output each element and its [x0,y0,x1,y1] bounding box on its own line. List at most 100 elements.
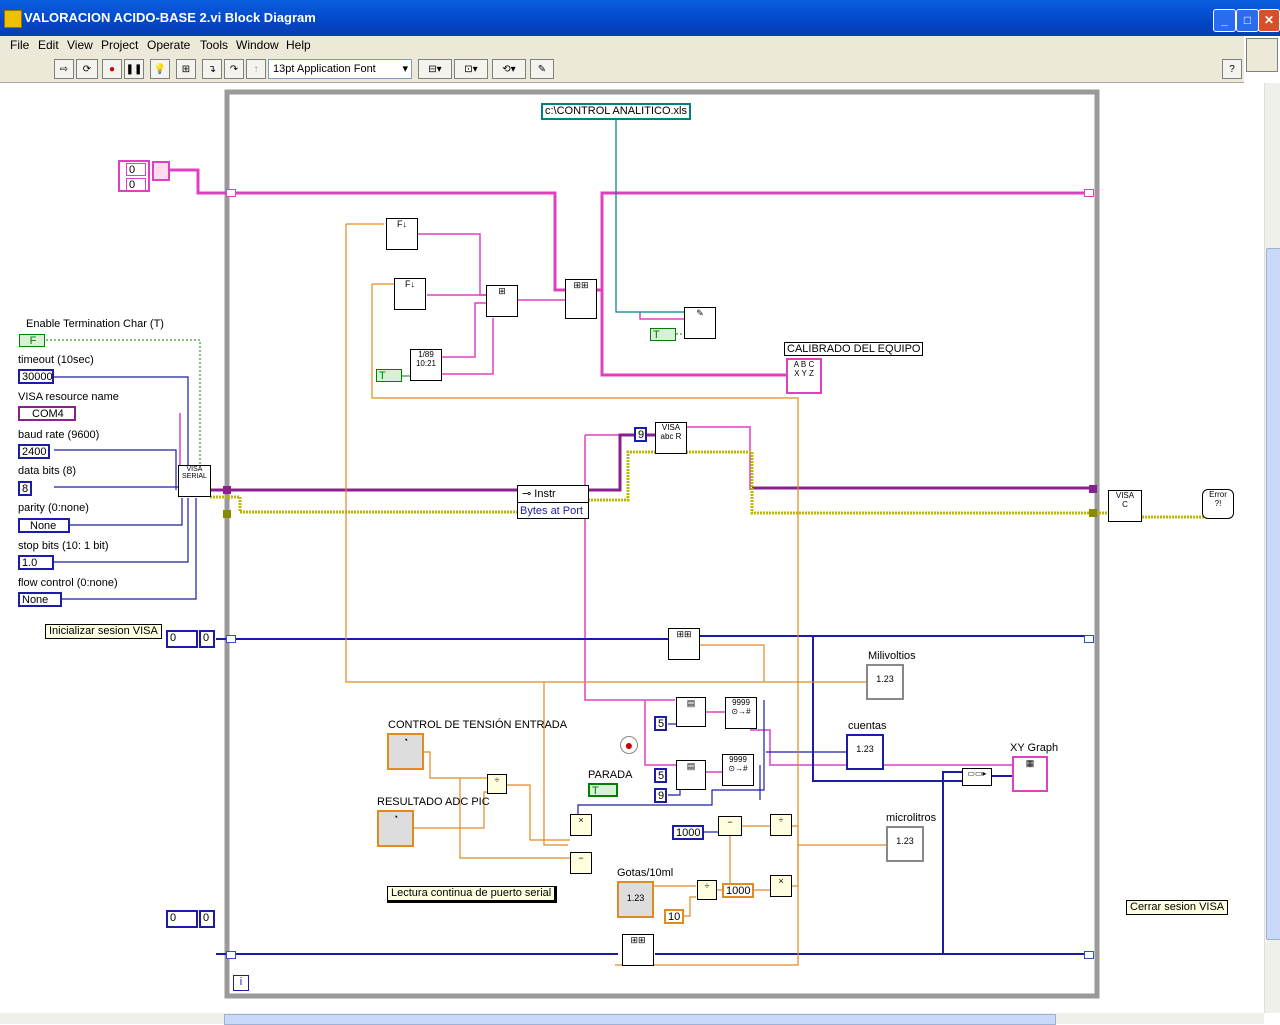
int-array-element-1[interactable]: 0 [199,630,215,648]
ten-constant[interactable]: 10 [664,909,684,924]
tunnel-visa-out[interactable] [1089,485,1097,493]
thousand-constant-2[interactable]: 1000 [722,883,754,898]
shift-register-left-int-1[interactable] [226,635,236,643]
baud-constant[interactable]: 2400 [18,444,50,459]
step-out-icon[interactable]: ↑ [246,59,266,79]
resultado-adc-knob[interactable]: ◔ [377,810,414,847]
menu-help[interactable]: Help [286,38,311,52]
shift-register-right-int-1[interactable] [1084,635,1094,643]
string-array-index-1[interactable]: 0 [126,178,146,191]
minimize-button[interactable]: _ [1213,9,1236,32]
insert-into-array-icon[interactable]: ⊞⊞ [565,279,597,319]
shift-register-left-string[interactable] [226,189,236,197]
step-over-icon[interactable]: ↷ [224,59,244,79]
cleanup-diagram-icon[interactable]: ✎ [530,59,554,79]
string-subset-2-icon[interactable]: ▤ [676,760,706,790]
xy-graph-indicator[interactable]: ▦ [1012,756,1048,792]
databits-constant[interactable]: 8 [18,481,32,496]
reorder-icon[interactable]: ⟲▾ [492,59,526,79]
tunnel-error-out[interactable] [1089,509,1097,517]
menu-tools[interactable]: Tools [200,38,229,52]
int-array-element-2[interactable]: 0 [199,910,215,928]
parada-terminal[interactable]: T [588,783,618,797]
shift-register-left-int-2[interactable] [226,951,236,959]
resource-constant[interactable]: COM4 [18,406,76,421]
gotas-control[interactable]: 1.23 [617,881,654,918]
property-bytes-at-port[interactable]: Bytes at Port [520,505,583,517]
divide-2-icon[interactable]: ÷ [770,814,792,836]
control-tension-knob[interactable]: ◔ [387,733,424,770]
write-spreadsheet-icon[interactable]: ✎ [684,307,716,339]
horizontal-scrollbar[interactable] [0,1013,1264,1025]
parity-select[interactable]: None [18,518,70,533]
shift-register-right-int-2[interactable] [1084,951,1094,959]
decimal-string-to-number-2-icon[interactable]: 9999⊙→# [722,754,754,786]
thousand-constant-1[interactable]: 1000 [672,825,704,840]
pause-icon[interactable]: ❚❚ [124,59,144,79]
decimal-string-to-number-icon[interactable]: 9999⊙→# [725,697,757,729]
index-array-2-icon[interactable]: ⊞⊞ [622,934,654,966]
string-array-element[interactable] [152,161,170,181]
build-array-icon[interactable]: ⊞ [486,285,518,317]
path-constant[interactable]: c:\CONTROL ANALITICO.xls [541,103,691,120]
microlitros-indicator[interactable]: 1.23 [886,826,924,862]
flow-select[interactable]: None [18,592,62,607]
int-array-constant-1[interactable]: 0 [166,630,198,648]
abort-icon[interactable]: ● [102,59,122,79]
term-char-constant[interactable]: F [19,334,45,347]
offset-constant-5b[interactable]: 5 [654,768,667,783]
cuentas-indicator[interactable]: 1.23 [846,734,884,770]
tunnel-visa-in[interactable] [223,486,231,494]
subtract-2-icon[interactable]: − [718,816,742,836]
int-array-constant-2[interactable]: 0 [166,910,198,928]
format-value-icon[interactable]: F↓ [386,218,418,250]
context-help-icon[interactable]: ? [1222,59,1242,79]
menu-window[interactable]: Window [236,38,279,52]
shift-register-right-string[interactable] [1084,189,1094,197]
bundle-icon[interactable]: ▭▭▸ [962,768,992,786]
multiply-icon[interactable]: × [570,814,592,836]
true-constant-1[interactable]: T [376,369,402,382]
divide-3-icon[interactable]: ÷ [697,880,717,900]
offset-constant-5a[interactable]: 5 [654,716,667,731]
menu-edit[interactable]: Edit [38,38,59,52]
subtract-icon[interactable]: − [570,852,592,874]
string-array-index-0[interactable]: 0 [126,163,146,176]
menu-file[interactable]: File [10,38,30,52]
font-select[interactable]: 13pt Application Font▾ [268,59,412,79]
run-arrow-icon[interactable]: ⇨ [54,59,74,79]
index-array-icon[interactable]: ⊞⊞ [668,628,700,660]
milivoltios-indicator[interactable]: 1.23 [866,664,904,700]
while-loop-frame[interactable] [224,89,1100,999]
step-into-icon[interactable]: ↴ [202,59,222,79]
highlight-execution-icon[interactable]: 💡 [150,59,170,79]
horizontal-scroll-thumb[interactable] [224,1014,1056,1025]
align-objects-icon[interactable]: ⊟▾ [418,59,452,79]
read-count-constant[interactable]: 9 [634,427,647,442]
timeout-constant[interactable]: 30000 [18,369,54,384]
stop-button-icon[interactable]: ● [620,736,638,754]
divide-icon[interactable]: ÷ [487,774,507,794]
block-diagram-canvas[interactable] [4,83,1264,1013]
menu-operate[interactable]: Operate [147,38,191,52]
format-value-2-icon[interactable]: F↓ [394,278,426,310]
vertical-scrollbar[interactable] [1264,83,1280,1013]
retain-wire-values-icon[interactable]: ⊞ [176,59,196,79]
run-continuously-icon[interactable]: ⟳ [76,59,98,79]
length-constant-9[interactable]: 9 [654,788,667,803]
true-constant-2[interactable]: T [650,328,676,341]
error-handler-icon[interactable]: Error?! [1202,489,1234,519]
vertical-scroll-thumb[interactable] [1266,248,1280,940]
multiply-2-icon[interactable]: × [770,875,792,897]
distribute-objects-icon[interactable]: ⊡▾ [454,59,488,79]
menu-view[interactable]: View [67,38,93,52]
stopbits-select[interactable]: 1.0 [18,555,54,570]
tunnel-error-in[interactable] [223,510,231,518]
menu-project[interactable]: Project [101,38,139,52]
property-node[interactable]: ⊸ Instr Bytes at Port [517,485,589,519]
